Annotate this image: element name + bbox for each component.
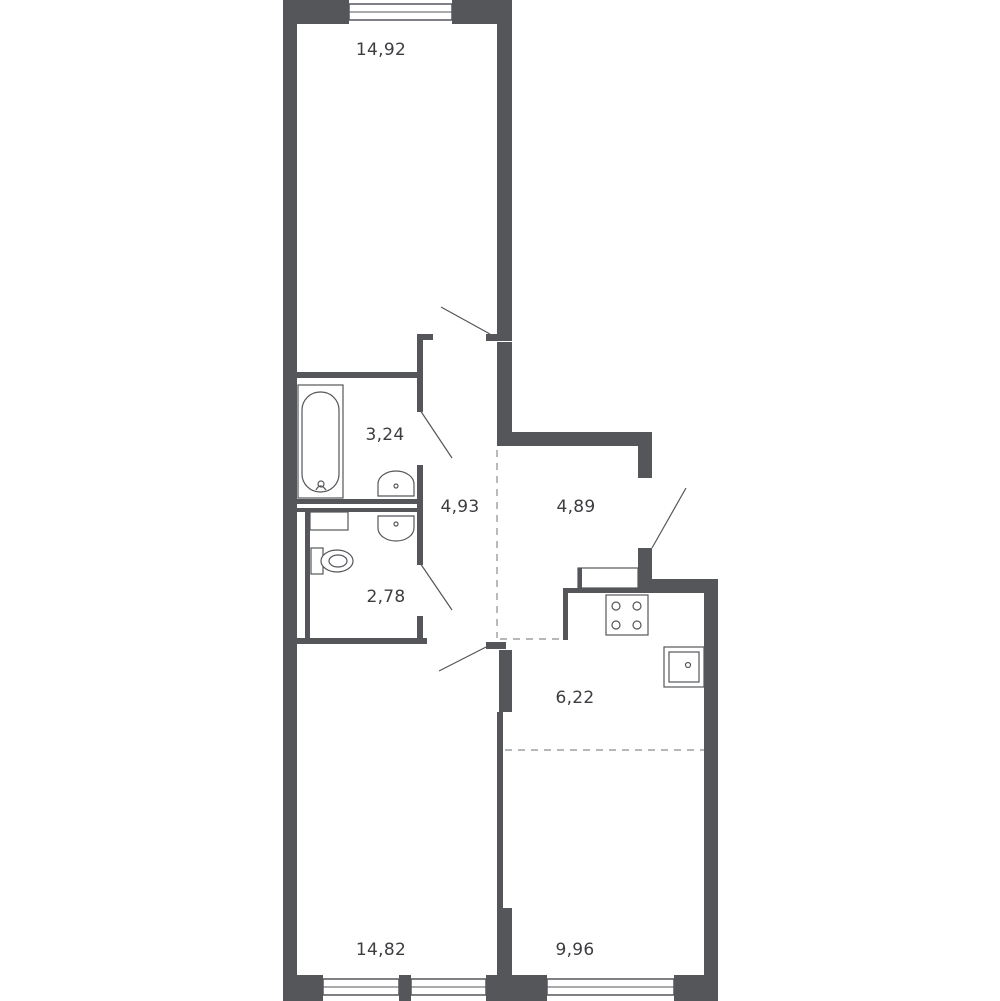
wall-bath-top [297, 372, 420, 378]
window-bottom-3 [546, 978, 675, 996]
wall-hall-right-upper [638, 432, 652, 478]
wall-corridor-right [497, 342, 512, 446]
wall-bottom-2 [399, 975, 411, 1001]
door-upper-bedroom [440, 306, 491, 335]
door-toilet [419, 562, 453, 611]
room-area-bathroom: 3,24 [365, 425, 404, 445]
wall-toilet-left [305, 512, 310, 640]
kitchen-sink-icon [663, 646, 705, 688]
room-area-bedroom-top: 14,92 [356, 40, 406, 60]
wall-bath-bottom [297, 499, 420, 504]
toilet-sink-icon [377, 515, 415, 542]
door-entrance [651, 487, 687, 549]
windows [322, 3, 675, 996]
wall-lower-divider-a [499, 650, 512, 712]
door-lower-bedroom [438, 644, 491, 672]
doors [419, 306, 687, 672]
wall-right [704, 579, 718, 1001]
walls [283, 0, 718, 1001]
jamb-upper-door [486, 334, 512, 341]
room-area-corridor: 4,93 [440, 497, 479, 517]
room-area-toilet: 2,78 [366, 587, 405, 607]
room-area-kitchen: 6,22 [555, 688, 594, 708]
wall-corr-left-1-cap [417, 334, 433, 340]
room-area-bedroom-bottom: 14,82 [356, 940, 406, 960]
wall-bottom-3 [486, 975, 547, 1001]
wall-corr-left-3 [417, 616, 423, 642]
wall-corr-left-2 [417, 465, 423, 565]
kitchen-cabinet [577, 567, 639, 589]
room-area-hall: 4,89 [556, 497, 595, 517]
bathtub-icon [297, 384, 344, 499]
wall-upper-right [497, 0, 512, 334]
door-bathroom [419, 409, 453, 459]
wall-toilet-top [297, 508, 420, 512]
wall-kitchen-shelf-left [578, 568, 582, 588]
zone-boundaries [496, 450, 704, 751]
sink-icon [377, 470, 415, 497]
wall-left [283, 0, 297, 1001]
room-labels: 14,92 3,24 4,93 4,89 2,78 6,22 14,82 9,9… [356, 40, 595, 960]
window-top [348, 3, 453, 21]
wall-bottom-1 [283, 975, 323, 1001]
toilet-icon [310, 547, 354, 575]
wall-top-left [283, 0, 349, 24]
wall-kitchen-top [638, 579, 718, 593]
wall-kitchen-left [563, 588, 568, 640]
wall-toilet-bottom [297, 638, 427, 644]
stove-icon [605, 594, 649, 636]
toilet-nook [309, 511, 349, 531]
wall-bottom-4 [674, 975, 718, 1001]
jamb-lower-door [486, 642, 506, 649]
wall-hall-right-lower [638, 548, 652, 588]
wall-lower-divider-b [497, 712, 503, 910]
room-area-living: 9,96 [555, 940, 594, 960]
wall-hall-top [497, 432, 652, 446]
window-bottom-1 [322, 978, 400, 996]
wall-corr-left-1 [417, 334, 423, 412]
window-bottom-2 [410, 978, 487, 996]
wall-kitchen-shelf [563, 588, 641, 593]
